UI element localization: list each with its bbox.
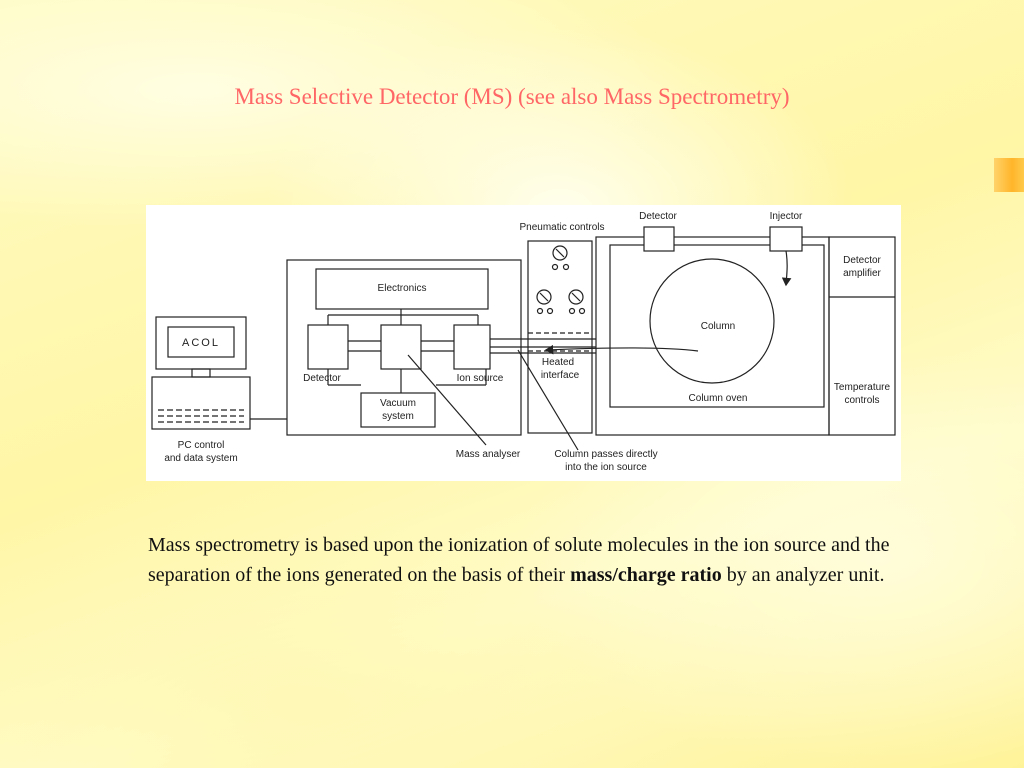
electronics-box [315, 268, 489, 310]
temperature-controls-label-2: controls [844, 395, 879, 406]
mass-analyser-leader [407, 354, 487, 446]
pc-label-1: PC control [178, 440, 225, 451]
gc-detector-label: Detector [639, 211, 677, 222]
column-oven-label: Column oven [689, 393, 748, 404]
gc-ms-diagram: ACOL PC control and data system Electron… [146, 205, 901, 481]
detector-amplifier-label-1: Detector [843, 255, 881, 266]
electronics-label: Electronics [378, 283, 427, 294]
pc-label-2: and data system [164, 453, 237, 464]
column-label: Column [701, 321, 735, 332]
injector-label: Injector [770, 211, 803, 222]
ms-detector-box [307, 324, 349, 370]
detector-amplifier-label-2: amplifier [843, 268, 881, 279]
pc-screen [167, 326, 235, 358]
column-coil [649, 258, 775, 384]
vacuum-label-1: Vacuum [380, 398, 416, 409]
pc-keyboard-unit [151, 376, 251, 430]
body-text-part2: by an analyzer unit. [721, 564, 885, 586]
heated-interface-label-2: interface [541, 370, 580, 381]
gc-oven-housing [595, 236, 830, 436]
body-paragraph: Mass spectrometry is based upon the ioni… [148, 530, 918, 590]
ion-source-label: Ion source [457, 373, 504, 384]
gc-ms-diagram-svg: ACOL PC control and data system Electron… [151, 211, 896, 473]
body-text-bold: mass/charge ratio [570, 564, 722, 586]
pneumatic-panel [527, 240, 593, 434]
pc-screen-text: ACOL [182, 337, 220, 349]
slide-title: Mass Selective Detector (MS) (see also M… [234, 84, 790, 109]
vacuum-label-2: system [382, 411, 414, 422]
pc-stand [191, 368, 211, 378]
ms-detector-label: Detector [303, 373, 341, 384]
slide-accent-tab [994, 158, 1024, 192]
body-text-part1: Mass spectrometry is based upon the ioni… [148, 534, 890, 586]
control-panel [828, 236, 896, 436]
column-passes-label-1: Column passes directly [554, 449, 657, 460]
column-oven [609, 244, 825, 408]
pneumatic-controls-label: Pneumatic controls [519, 222, 604, 233]
vacuum-system-box [360, 392, 436, 428]
column-passes-label-2: into the ion source [565, 462, 647, 473]
gc-detector-box [643, 226, 675, 252]
injector-box [769, 226, 803, 252]
ion-source-box [453, 324, 491, 370]
mass-analyser-label: Mass analyser [456, 449, 521, 460]
temperature-controls-label-1: Temperature [834, 382, 891, 393]
heated-interface-label-1: Heated [542, 357, 574, 368]
